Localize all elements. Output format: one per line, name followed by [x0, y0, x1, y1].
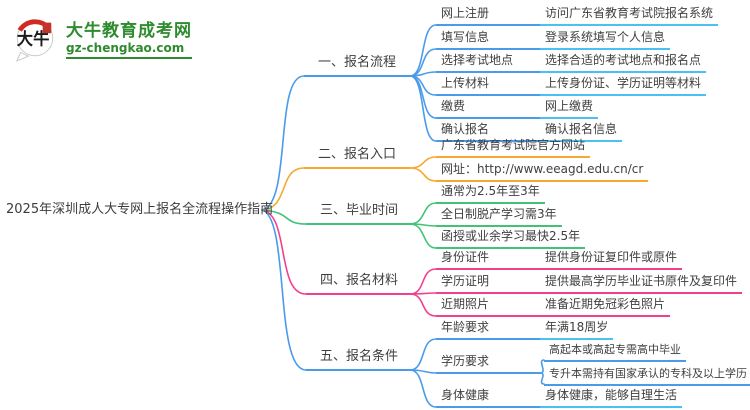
- branch-3-child-1: 通常为2.5年至3年: [436, 184, 545, 204]
- branch-5-child-3-label: 身体健康: [436, 388, 540, 408]
- branch-5-child-1-label: 年龄要求: [436, 320, 540, 340]
- branch-4-child-2-label: 学历证明: [436, 274, 540, 294]
- branch-1-child-2-detail: 登录系统填写个人信息: [540, 30, 671, 50]
- branch-1-label: 一、报名流程: [304, 55, 410, 77]
- branch-2-label: 二、报名入口: [304, 147, 410, 169]
- branch-1-child-1-detail: 访问广东省教育考试院报名系统: [540, 6, 719, 26]
- branch-3-label: 三、毕业时间: [306, 203, 412, 225]
- branch-2-child-2: 网址：http://www.eeagd.edu.cn/cr: [436, 162, 649, 182]
- branch-1-child-4-detail: 上传身份证、学历证明等材料: [540, 76, 707, 96]
- logo-bull-icon: 大牛: [12, 14, 58, 66]
- logo-text-block: 大牛教育成考网 gz-chengkao.com: [66, 21, 192, 59]
- branch-5-child-3-detail: 身体健康，能够自理生活: [540, 388, 683, 408]
- branch-4-child-1-label: 身份证件: [436, 250, 540, 270]
- branch-5-child-2-detail-2: 专升本需持有国家承认的专科及以上学历: [544, 366, 750, 386]
- branch-1-child-1-label: 网上注册: [436, 6, 540, 26]
- branch-3-child-3: 函授或业余学习最快2.5年: [436, 229, 586, 249]
- branch-5-label: 五、报名条件: [306, 349, 412, 371]
- branch-1-child-5-detail: 网上缴费: [540, 99, 599, 119]
- svg-text:大牛: 大牛: [17, 30, 50, 49]
- branch-1-child-3-detail: 选择合适的考试地点和报名点: [540, 53, 707, 73]
- branch-4-label: 四、报名材料: [306, 273, 412, 295]
- root-node: 2025年深圳成人大专网上报名全流程操作指南: [6, 202, 274, 217]
- branch-5-child-1-detail: 年满18周岁: [540, 320, 614, 340]
- branch-1-child-6-label: 确认报名: [436, 122, 540, 142]
- hub-branch-curves: [261, 75, 307, 371]
- site-domain: gz-chengkao.com: [66, 41, 192, 59]
- branch-3-child-2: 全日制脱产学习需3年: [436, 207, 562, 227]
- branch-5-child-2-detail-1: 高起本或高起专需高中毕业: [544, 342, 686, 362]
- branch-5-fan: [409, 338, 545, 408]
- branch-4-child-1-detail: 提供身份证复印件或原件: [540, 250, 683, 270]
- site-name: 大牛教育成考网: [66, 21, 192, 41]
- branch-4-child-3-detail: 准备近期免冠彩色照片: [540, 297, 671, 317]
- branch-1-child-3-label: 选择考试地点: [436, 53, 540, 73]
- branch-4-child-2-detail: 提供最高学历毕业证书原件及复印件: [540, 274, 743, 294]
- branch-1-fan: [409, 24, 437, 142]
- branch-1-child-4-label: 上传材料: [436, 76, 540, 96]
- branch-2-fan: [409, 156, 437, 182]
- branch-5-child-2-label: 学历要求: [436, 354, 540, 374]
- branch-1-child-6-detail: 确认报名信息: [540, 122, 623, 142]
- branch-1-child-2-label: 填写信息: [436, 30, 540, 50]
- branch-2-child-1: 广东省教育考试院官方网站: [436, 138, 591, 158]
- branch-4-child-3-label: 近期照片: [436, 297, 540, 317]
- branch-4-fan: [409, 268, 437, 317]
- branch-3-fan: [409, 202, 437, 249]
- site-logo: 大牛 大牛教育成考网 gz-chengkao.com: [12, 14, 192, 66]
- branch-1-child-5-label: 缴费: [436, 99, 540, 119]
